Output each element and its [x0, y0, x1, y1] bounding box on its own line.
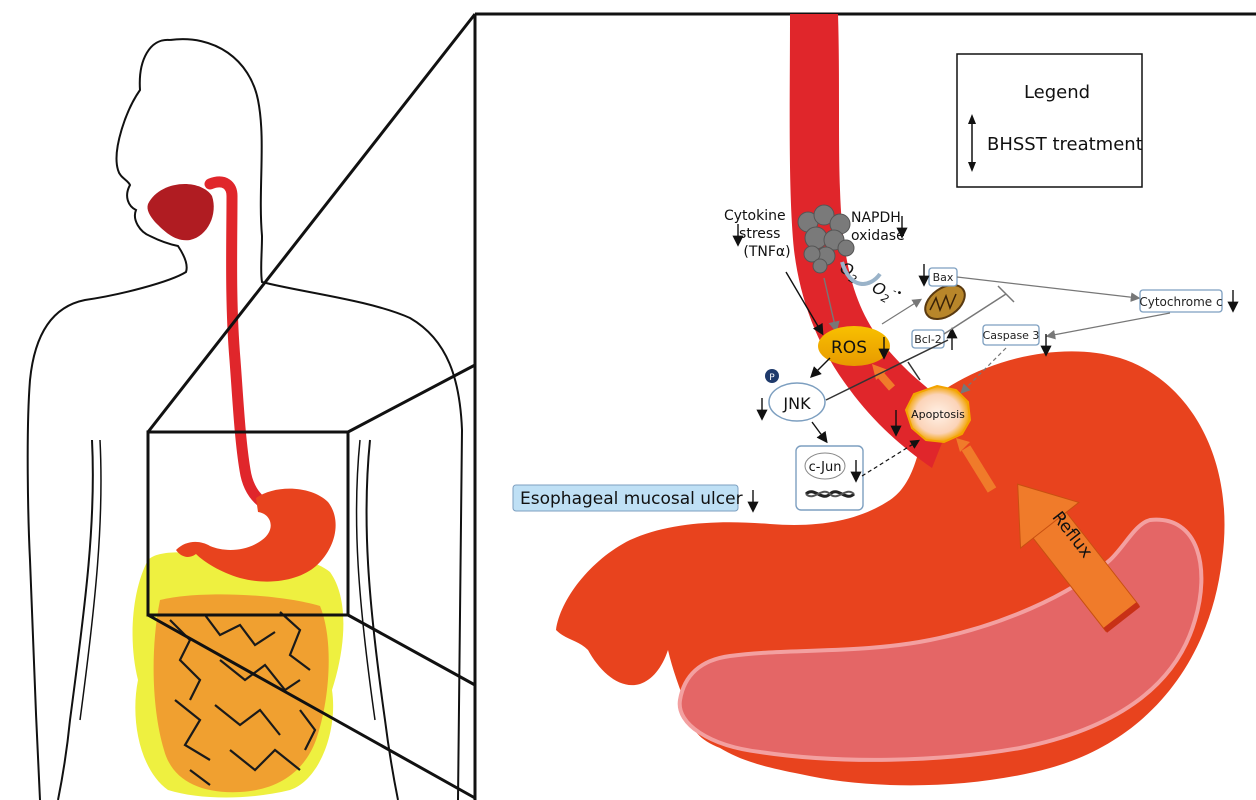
cytokine-label: Cytokine stress (TNFα) [724, 208, 791, 260]
ros-to-jnk-arrow [812, 358, 830, 376]
cytochrome-to-caspase-arrow [1048, 313, 1170, 336]
legend-box [957, 54, 1142, 187]
jnk-to-cjun-arrow [812, 422, 826, 441]
ros-label: ROS [831, 338, 867, 358]
cytochrome-label: Cytochrome c [1139, 295, 1222, 309]
human-body [28, 39, 462, 800]
bcl2-label: Bcl-2 [914, 333, 942, 346]
cjun-to-apoptosis-arrow [862, 441, 918, 476]
napdh-label: NAPDH oxidase [851, 210, 905, 244]
cjun-label: c-Jun [809, 460, 842, 475]
mouth-organ [147, 184, 213, 240]
jnk-label: JNK [782, 394, 811, 413]
legend-title: Legend [1024, 82, 1090, 103]
apoptosis-label: Apoptosis [911, 408, 965, 421]
ros-to-mito-arrow [882, 300, 920, 324]
bax-label: Bax [933, 271, 954, 284]
legend-item: BHSST treatment [987, 134, 1143, 155]
zoom-panel: Legend BHSST treatment Cytokine stress (… [475, 14, 1256, 800]
caspase-label: Caspase 3 [983, 329, 1040, 342]
ulcer-label: Esophageal mucosal ulcer [520, 489, 743, 509]
phospho-label: P [769, 373, 775, 383]
intestines [154, 594, 329, 792]
bax-to-cytochrome-arrow [957, 277, 1138, 298]
